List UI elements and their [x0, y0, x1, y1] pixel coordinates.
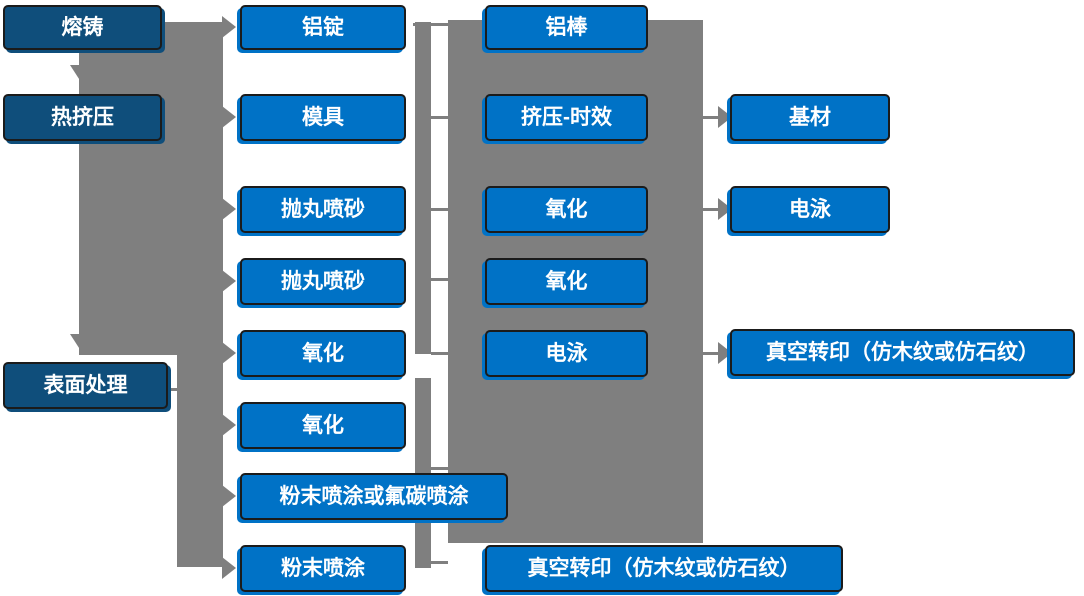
node-vacuum-transfer-right-label: 真空转印（仿木纹或仿石纹） [766, 341, 1039, 364]
node-extrusion-aging-label: 挤压-时效 [521, 106, 612, 129]
node-powder-or-fluorocarbon: 粉末喷涂或氟碳喷涂 [240, 473, 508, 520]
node-oxidation-1-label: 氧化 [302, 342, 344, 365]
arrow-down-to-hot-extrusion [70, 65, 92, 82]
tie-line-row4 [431, 278, 448, 281]
mid-bar-upper [415, 22, 431, 354]
node-powder-coating-label: 粉末喷涂 [281, 557, 365, 580]
tie-line-row7 [431, 561, 448, 564]
arrow-to-vacuum-transfer-right [718, 342, 732, 364]
node-oxidation-1: 氧化 [240, 330, 406, 377]
node-hot-extrusion: 热挤压 [3, 94, 162, 141]
node-oxidation-2-label: 氧化 [302, 414, 344, 437]
node-al-rod: 铝棒 [485, 5, 648, 50]
left-bus-lower [177, 355, 223, 567]
node-oxidation-4-label: 氧化 [545, 270, 588, 293]
arrow-to-mold [222, 106, 236, 128]
node-shot-blast-2: 抛丸喷砂 [240, 258, 406, 305]
tie-line-row3 [431, 208, 448, 211]
arrow-to-oxidation-1 [222, 342, 236, 364]
node-oxidation-4: 氧化 [485, 258, 648, 305]
node-vacuum-transfer-bottom: 真空转印（仿木纹或仿石纹） [485, 545, 843, 592]
arrow-to-base-material [718, 106, 732, 128]
node-vacuum-transfer-bottom-label: 真空转印（仿木纹或仿石纹） [527, 557, 801, 580]
node-base-material-label: 基材 [789, 106, 831, 129]
node-melt-cast: 熔铸 [3, 5, 162, 50]
arrow-to-powder-coating [222, 557, 236, 579]
arrow-to-al-ingot [222, 16, 236, 38]
arrow-shaft-to-base-material [703, 116, 719, 119]
arrow-to-shot-blast-1 [222, 198, 236, 220]
node-mold-label: 模具 [302, 106, 344, 129]
node-surface-treatment: 表面处理 [3, 362, 168, 409]
node-surface-treatment-label: 表面处理 [43, 374, 128, 397]
node-electrophoresis-1: 电泳 [485, 330, 648, 377]
node-al-ingot-label: 铝锭 [302, 16, 344, 39]
arrow-to-electrophoresis-2 [718, 198, 732, 220]
node-electrophoresis-2: 电泳 [730, 186, 890, 233]
node-powder-coating: 粉末喷涂 [240, 545, 406, 592]
node-extrusion-aging: 挤压-时效 [485, 94, 648, 141]
left-bus-main [79, 22, 223, 355]
node-shot-blast-1-label: 抛丸喷砂 [281, 198, 365, 221]
node-oxidation-2: 氧化 [240, 402, 406, 449]
arrow-to-oxidation-2 [222, 414, 236, 436]
node-shot-blast-2-label: 抛丸喷砂 [281, 270, 365, 293]
arrow-to-powder-or-fluorocarbon [222, 485, 236, 507]
tie-line-row2 [431, 116, 448, 119]
node-electrophoresis-1-label: 电泳 [545, 342, 588, 365]
node-mold: 模具 [240, 94, 406, 141]
node-oxidation-3: 氧化 [485, 186, 648, 233]
arrow-to-shot-blast-2 [222, 270, 236, 292]
node-powder-or-fluorocarbon-label: 粉末喷涂或氟碳喷涂 [279, 485, 469, 508]
node-shot-blast-1: 抛丸喷砂 [240, 186, 406, 233]
node-electrophoresis-2-label: 电泳 [789, 198, 831, 221]
tie-line-row5 [431, 352, 448, 355]
node-oxidation-3-label: 氧化 [545, 198, 588, 221]
node-al-ingot: 铝锭 [240, 5, 406, 50]
node-hot-extrusion-label: 热挤压 [51, 106, 114, 129]
tie-line-row1 [413, 23, 448, 26]
arrow-down-to-surface-treatment [70, 334, 92, 351]
node-base-material: 基材 [730, 94, 890, 141]
surface-treatment-link-line [163, 388, 179, 391]
arrow-shaft-to-electrophoresis-2 [703, 208, 719, 211]
node-melt-cast-label: 熔铸 [61, 16, 104, 39]
node-al-rod-label: 铝棒 [545, 16, 588, 39]
arrow-shaft-to-vacuum-transfer-right [703, 352, 719, 355]
node-vacuum-transfer-right: 真空转印（仿木纹或仿石纹） [730, 329, 1075, 376]
tie-line-row6 [431, 467, 448, 470]
